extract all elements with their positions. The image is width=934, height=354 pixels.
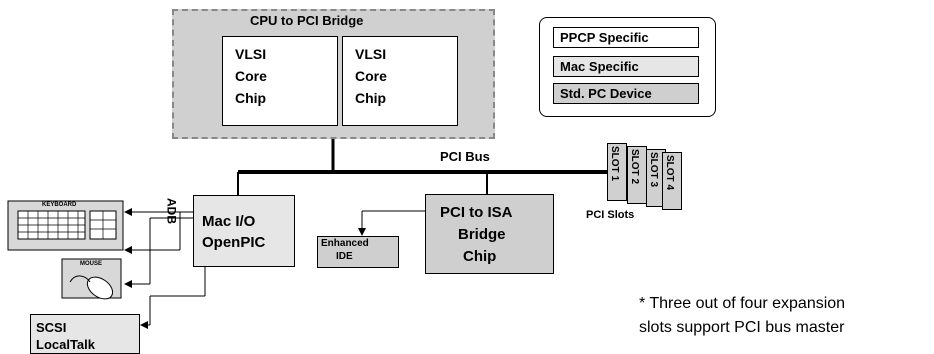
scsi-line2: LocalTalk [36,337,96,352]
macio-line2: OpenPIC [202,234,266,251]
mac-io-openpic [193,195,295,267]
vlsi-chip-1: VLSI Core Chip [222,36,338,126]
enhanced-ide [317,236,399,268]
slot-4: SLOT 4 [662,152,682,210]
keyboard-icon [7,200,124,251]
keyboard-label: KEYBOARD [42,202,77,208]
slot-2-label: SLOT 2 [629,149,640,185]
legend-pc: Std. PC Device [553,83,699,104]
scsi-line1: SCSI [36,320,67,335]
macio-line1: Mac I/O [202,213,256,230]
slot-3-label: SLOT 3 [648,152,659,188]
note-line2: slots support PCI bus master [639,319,845,336]
adb-label: ADB [164,198,179,224]
pci-isa-bridge [425,194,554,274]
slot-1-label: SLOT 1 [609,146,620,182]
slot-1: SLOT 1 [607,143,627,201]
bridge-title: CPU to PCI Bridge [250,13,364,28]
legend-mac: Mac Specific [553,56,699,77]
pci2isa-line1: PCI to ISA [440,204,513,221]
pci2isa-line2: Bridge [458,226,506,243]
pci-slots-label: PCI Slots [586,209,635,221]
mouse-icon [61,258,122,300]
chip-1-label: VLSI Core Chip [235,46,267,106]
footnote: * Three out of four expansion slots suppo… [639,292,845,340]
pci2isa-line3: Chip [463,248,497,265]
ide-line2: IDE [336,251,353,262]
ide-line1: Enhanced [321,238,369,249]
mouse-label: MOUSE [80,261,103,267]
slot-2: SLOT 2 [627,146,647,204]
chip-2-label: VLSI Core Chip [355,46,387,106]
vlsi-chip-2: VLSI Core Chip [342,36,458,126]
slot-4-label: SLOT 4 [664,155,675,191]
note-line1: * Three out of four expansion [639,295,846,312]
pci-bus-label: PCI Bus [440,149,490,164]
legend-ppcp: PPCP Specific [553,27,699,48]
